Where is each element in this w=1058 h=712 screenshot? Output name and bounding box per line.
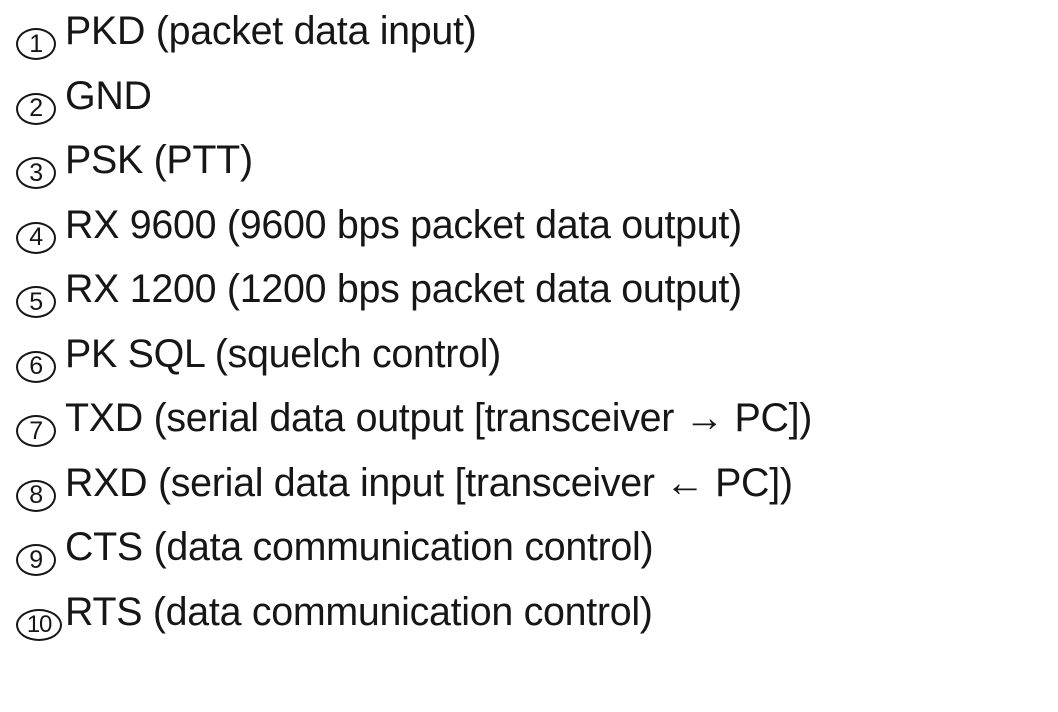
circled-number-value: 3 (29, 158, 43, 187)
circled-number-5-icon: 5 (16, 282, 62, 322)
pin-label: PSK (PTT) (65, 138, 253, 182)
circled-number-value: 6 (29, 352, 43, 381)
circled-number-9-icon: 9 (16, 540, 62, 580)
pin-label: PKD (packet data input) (65, 9, 477, 53)
list-item: 2 GND (0, 76, 1058, 141)
pin-label: RX 9600 (9600 bps packet data output) (65, 202, 742, 247)
pin-label: RX 1200 (1200 bps packet data output) (65, 267, 742, 311)
circle-outline (16, 544, 56, 577)
pin-label: GND (65, 73, 152, 118)
list-item: 3 PSK (PTT) (0, 140, 1058, 205)
circle-outline (16, 28, 56, 61)
circled-number-value: 1 (29, 29, 43, 58)
circled-number-value: 5 (29, 287, 43, 316)
circled-number-value: 2 (29, 94, 43, 123)
circled-number-10-icon: 10 (16, 605, 62, 645)
circled-number-value: 4 (29, 223, 43, 252)
circle-outline (16, 92, 56, 125)
circled-number-value: 8 (29, 481, 43, 510)
list-item: 8 RXD (serial data input [transceiver ← … (0, 463, 1058, 528)
circle-outline (16, 350, 56, 383)
circle-outline (16, 157, 56, 190)
circled-number-1-icon: 1 (16, 24, 62, 64)
pin-label: TXD (serial data output [transceiver → P… (65, 396, 813, 440)
list-item: 5 RX 1200 (1200 bps packet data output) (0, 269, 1058, 334)
circle-outline (16, 479, 56, 512)
circled-number-value: 10 (26, 610, 52, 638)
circled-number-7-icon: 7 (16, 411, 62, 451)
circled-number-2-icon: 2 (16, 89, 62, 129)
circle-outline (16, 286, 56, 319)
pin-label: RTS (data communication control) (65, 589, 653, 634)
pin-label: RXD (serial data input [transceiver ← PC… (65, 460, 793, 505)
circled-number-value: 9 (29, 545, 43, 574)
list-item: 9 CTS (data communication control) (0, 527, 1058, 592)
circle-outline (16, 608, 62, 641)
list-item: 7 TXD (serial data output [transceiver →… (0, 398, 1058, 463)
circled-number-4-icon: 4 (16, 218, 62, 258)
pin-label: PK SQL (squelch control) (65, 331, 501, 376)
circled-number-value: 7 (29, 416, 43, 445)
pin-label: CTS (data communication control) (65, 525, 654, 569)
circled-number-8-icon: 8 (16, 476, 62, 516)
circle-outline (16, 221, 56, 254)
list-item: 1 PKD (packet data input) (0, 11, 1058, 76)
list-item: 10 RTS (data communication control) (0, 592, 1058, 657)
list-item: 4 RX 9600 (9600 bps packet data output) (0, 205, 1058, 270)
circled-number-3-icon: 3 (16, 153, 62, 193)
circle-outline (16, 415, 56, 448)
list-item: 6 PK SQL (squelch control) (0, 334, 1058, 399)
circled-number-6-icon: 6 (16, 347, 62, 387)
pin-assignment-list: 1 PKD (packet data input) 2 GND 3 PSK (P… (0, 11, 1058, 657)
